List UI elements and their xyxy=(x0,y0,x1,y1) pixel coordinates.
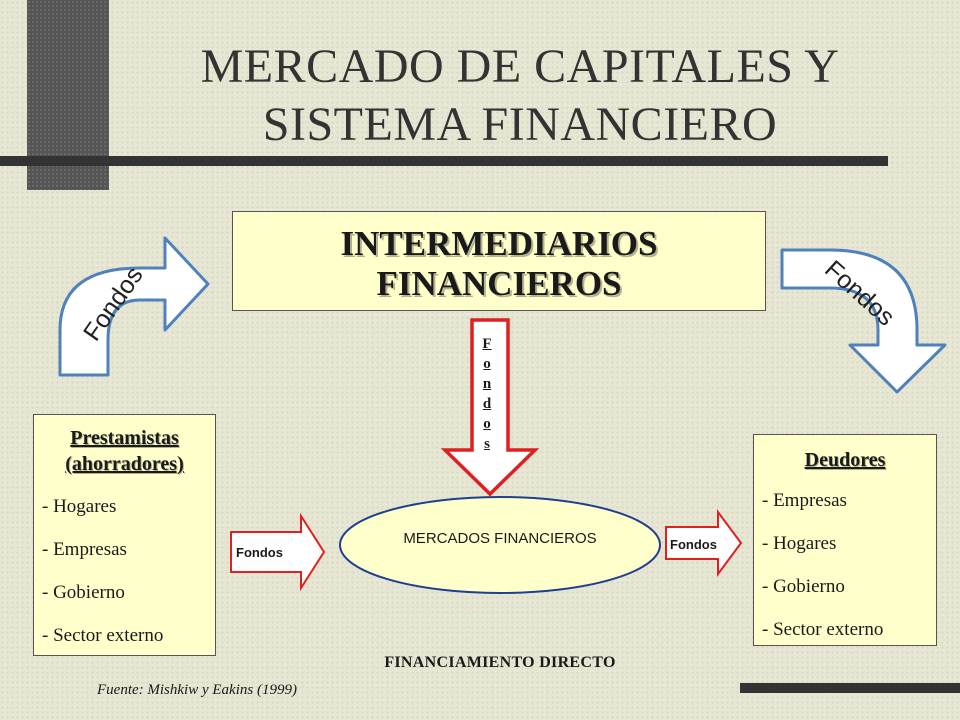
mercados-label: MERCADOS FINANCIEROS xyxy=(403,530,597,547)
small-arrow-right xyxy=(665,508,743,578)
curved-arrow-right xyxy=(780,248,947,394)
small-arrow-left xyxy=(230,512,326,592)
title-line-2: SISTEMA FINANCIERO xyxy=(262,98,778,151)
vertical-letter: s xyxy=(484,436,490,452)
list-item: - Hogares xyxy=(42,496,117,517)
financiamiento-directo-label: FINANCIAMIENTO DIRECTO xyxy=(384,654,616,671)
deudores-heading: Deudores xyxy=(804,449,886,471)
vertical-letter: o xyxy=(483,356,491,372)
footer-rule xyxy=(740,683,960,693)
vertical-arrow-label: F o n d o s xyxy=(476,334,498,454)
list-item: - Empresas xyxy=(42,539,127,560)
vertical-letter: o xyxy=(483,416,491,432)
vertical-red-arrow xyxy=(440,318,540,497)
vertical-letter: F xyxy=(482,336,492,352)
prestamistas-heading-line-1: Prestamistas xyxy=(70,427,179,449)
prestamistas-heading-line-2: (ahorradores) xyxy=(65,453,184,475)
small-arrow-left-label: Fondos xyxy=(236,545,283,560)
page-title: MERCADO DE CAPITALES Y SISTEMA FINANCIER… xyxy=(110,38,930,154)
curved-arrow-left xyxy=(58,236,210,377)
vertical-letter: n xyxy=(482,376,492,392)
prestamistas-heading: Prestamistas (ahorradores) xyxy=(34,425,215,477)
list-item: - Hogares xyxy=(762,533,837,554)
intermediarios-line-2: FINANCIEROS xyxy=(376,264,622,303)
mercados-ellipse xyxy=(339,496,661,594)
small-arrow-right-label: Fondos xyxy=(670,537,717,552)
list-item: - Sector externo xyxy=(42,625,164,646)
prestamistas-list: - Hogares - Empresas - Gobierno - Sector… xyxy=(34,485,215,657)
intermediarios-line-1: INTERMEDIARIOS xyxy=(340,224,658,263)
list-item: - Gobierno xyxy=(42,582,125,603)
title-line-1: MERCADO DE CAPITALES Y xyxy=(200,40,840,93)
vertical-letter: d xyxy=(482,396,492,412)
deudores-list: - Empresas - Hogares - Gobierno - Sector… xyxy=(754,479,936,651)
prestamistas-box: Prestamistas (ahorradores) - Hogares - E… xyxy=(33,414,216,656)
source-citation: Fuente: Mishkiw y Eakins (1999) xyxy=(97,682,297,698)
title-rule xyxy=(0,156,888,166)
intermediarios-box: INTERMEDIARIOS FINANCIEROS xyxy=(232,211,766,311)
list-item: - Gobierno xyxy=(762,576,845,597)
deudores-box: Deudores - Empresas - Hogares - Gobierno… xyxy=(753,434,937,646)
list-item: - Sector externo xyxy=(762,619,884,640)
list-item: - Empresas xyxy=(762,490,847,511)
